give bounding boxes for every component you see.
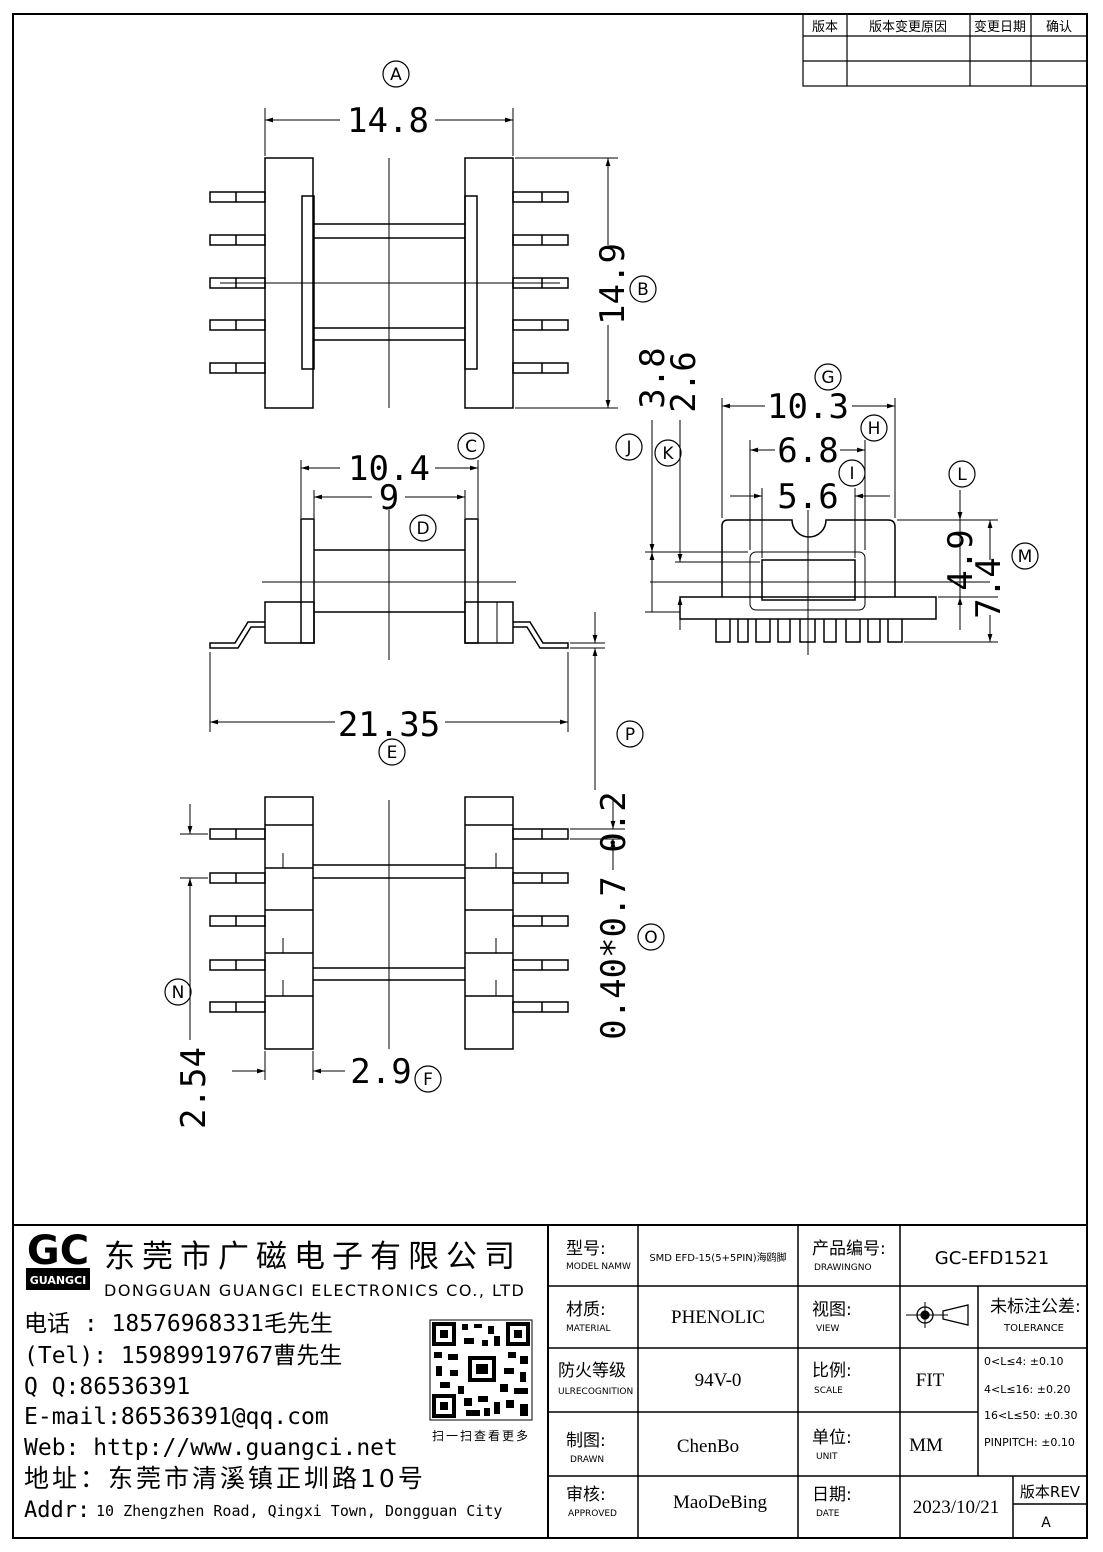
date-label: 日期: <box>812 1485 852 1505</box>
phone-line-2: (Tel): 15989919767曹先生 <box>24 1343 342 1369</box>
dim-14-9: 14.9 <box>593 243 633 325</box>
tolerance-row-3: 16<L≤50: ±0.30 <box>984 1409 1077 1422</box>
projection-symbol-icon <box>906 1302 969 1328</box>
dim-2-9: 2.9 <box>350 1052 411 1092</box>
address-en-label: Addr: <box>24 1498 90 1523</box>
logo-letters: GC <box>27 1228 89 1274</box>
dim-7-4: 7.4 <box>969 557 1009 618</box>
revision-table <box>802 13 1088 87</box>
tolerance-row-1: 0<L≤4: ±0.10 <box>984 1355 1063 1368</box>
product-value: GC-EFD1521 <box>935 1248 1049 1269</box>
material-sub: MATERIAL <box>566 1324 611 1334</box>
rev-header-confirm: 确认 <box>1046 20 1072 35</box>
marker-f: F <box>423 1070 433 1090</box>
company-logo: GC GUANGCI <box>26 1228 90 1290</box>
tolerance-sub: TOLERANCE <box>1003 1323 1064 1334</box>
unit-value: MM <box>909 1435 943 1456</box>
dim-5-6: 5.6 <box>777 477 838 517</box>
marker-c: C <box>465 437 477 457</box>
website: Web: http://www.guangci.net <box>24 1435 398 1461</box>
tolerance-row-4: PINPITCH: ±0.10 <box>984 1436 1075 1449</box>
dim-10-3: 10.3 <box>767 387 849 427</box>
title-block <box>13 1224 1087 1538</box>
dim-0-40x0-7: 0.40*0.7 <box>594 876 634 1040</box>
company-name-cn: 东莞市广磁电子有限公司 <box>104 1239 522 1275</box>
marker-e: E <box>387 743 398 763</box>
material-label: 材质: <box>566 1300 606 1320</box>
fire-value: 94V-0 <box>695 1370 742 1391</box>
fire-sub: ULRECOGNITION <box>558 1387 633 1397</box>
top-view <box>209 108 618 409</box>
dim-3-8: 3.8 <box>633 347 673 408</box>
qr-code <box>429 1319 533 1421</box>
marker-i: I <box>849 464 854 484</box>
scale-label: 比例: <box>812 1361 852 1381</box>
model-value: SMD EFD-15(5+5PIN)海鸥脚 <box>649 1251 786 1264</box>
marker-k: K <box>662 444 674 464</box>
address-cn: 地址：东莞市清溪镇正圳路10号 <box>24 1464 426 1493</box>
scale-value: FIT <box>916 1370 945 1391</box>
date-value: 2023/10/21 <box>913 1497 1000 1518</box>
dim-4-9: 4.9 <box>941 529 981 590</box>
marker-h: H <box>868 419 881 439</box>
scale-sub: SCALE <box>814 1386 843 1396</box>
view-label: 视图: <box>812 1300 852 1320</box>
fire-label: 防火等级 <box>558 1361 626 1381</box>
email: E-mail:86536391@qq.com <box>24 1404 329 1430</box>
phone-line-1: 电话 : 18576968331毛先生 <box>24 1311 333 1337</box>
date-sub: DATE <box>816 1509 840 1519</box>
qq-number: Q Q:86536391 <box>24 1374 190 1400</box>
end-view <box>645 398 998 655</box>
material-value: PHENOLIC <box>671 1307 765 1328</box>
tolerance-label: 未标注公差: <box>990 1297 1081 1317</box>
drawn-value: ChenBo <box>677 1436 739 1457</box>
marker-b: B <box>637 280 649 300</box>
dim-21-35: 21.35 <box>338 705 440 745</box>
qr-caption: 扫一扫查看更多 <box>432 1429 530 1443</box>
dim-2-6: 2.6 <box>664 351 704 412</box>
dim-9: 9 <box>379 478 399 518</box>
sheet-border <box>12 13 1088 1539</box>
unit-label: 单位: <box>812 1428 852 1448</box>
model-sub: MODEL NAMW <box>566 1262 631 1272</box>
marker-m: M <box>1018 547 1033 567</box>
address-en: 10 Zhengzhen Road, Qingxi Town, Dongguan… <box>96 1502 502 1520</box>
unit-sub: UNIT <box>816 1452 838 1462</box>
marker-o: O <box>644 928 657 948</box>
rev-header-date: 变更日期 <box>974 19 1026 35</box>
dim-10-4: 10.4 <box>348 449 430 489</box>
drawn-sub: DRAWN <box>570 1455 604 1465</box>
product-label: 产品编号: <box>812 1239 886 1259</box>
tolerance-row-2: 4<L≤16: ±0.20 <box>984 1383 1070 1396</box>
dim-0-2: 0.2 <box>594 791 634 852</box>
dim-2-54: 2.54 <box>174 1047 214 1129</box>
rev-header-version: 版本 <box>812 20 838 35</box>
dim-6-8: 6.8 <box>777 431 838 471</box>
marker-l: L <box>957 465 967 485</box>
model-label: 型号: <box>566 1239 606 1259</box>
drawn-label: 制图: <box>566 1431 606 1451</box>
bottom-view <box>180 796 625 1080</box>
approved-value: MaoDeBing <box>673 1492 767 1513</box>
dim-14-8: 14.8 <box>347 101 429 141</box>
marker-p: P <box>625 725 635 745</box>
rev-header-reason: 版本变更原因 <box>869 19 947 35</box>
marker-g: G <box>821 368 834 388</box>
marker-n: N <box>172 983 185 1003</box>
marker-a: A <box>390 65 402 85</box>
logo-brand: GUANGCI <box>30 1274 87 1287</box>
approved-sub: APPROVED <box>568 1509 617 1519</box>
marker-d: D <box>416 519 429 539</box>
approved-label: 审核: <box>566 1485 606 1505</box>
product-sub: DRAWINGNO <box>814 1263 872 1273</box>
company-name-en: DONGGUAN GUANGCI ELECTRONICS CO., LTD <box>104 1281 525 1300</box>
rev-label: 版本REV <box>1020 1483 1081 1501</box>
marker-j: J <box>625 438 631 458</box>
view-sub: VIEW <box>816 1324 839 1334</box>
rev-value: A <box>1041 1515 1051 1531</box>
side-view <box>209 460 605 790</box>
